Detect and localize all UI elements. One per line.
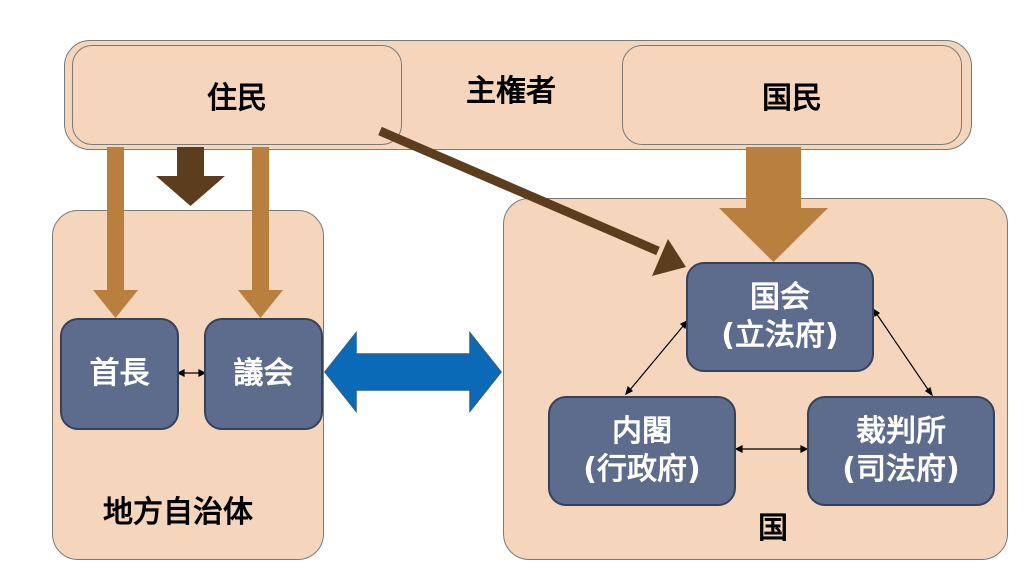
arrow-residents-to-diet-shaft xyxy=(378,126,660,256)
court-box: 裁判所 (司法府) xyxy=(807,396,995,506)
arrow-diet-court xyxy=(875,312,930,392)
arrow-residents-to-head xyxy=(93,147,138,318)
court-name: 裁判所 xyxy=(856,413,946,449)
head-label: 首長 xyxy=(89,355,150,391)
citizens-label: 国民 xyxy=(762,81,822,116)
residents-label: 住民 xyxy=(207,81,267,116)
cabinet-role: (行政府) xyxy=(583,452,701,487)
double-arrow-local-nation xyxy=(324,330,502,414)
cabinet-box: 内閣 (行政府) xyxy=(548,396,736,506)
arrow-residents-to-assembly xyxy=(238,147,283,318)
head-box: 首長 xyxy=(60,318,179,430)
diet-name: 国会 xyxy=(750,279,810,315)
citizens-panel: 国民 xyxy=(622,45,962,145)
assembly-box: 議会 xyxy=(204,318,323,430)
cabinet-name: 内閣 xyxy=(612,413,672,449)
assembly-label: 議会 xyxy=(233,355,294,391)
residents-panel: 住民 xyxy=(72,45,402,145)
nation-label: 国 xyxy=(758,511,788,546)
sovereign-label: 主権者 xyxy=(466,74,556,109)
local-government-label: 地方自治体 xyxy=(103,495,253,530)
diet-box: 国会 (立法府) xyxy=(686,262,874,372)
arrow-diet-cabinet xyxy=(628,324,685,392)
court-role: (司法府) xyxy=(842,452,960,487)
arrow-citizens-to-nation xyxy=(719,147,828,262)
diet-role: (立法府) xyxy=(721,318,839,353)
arrow-residents-to-local-government xyxy=(156,147,225,206)
arrow-residents-to-diet-head xyxy=(652,239,686,276)
